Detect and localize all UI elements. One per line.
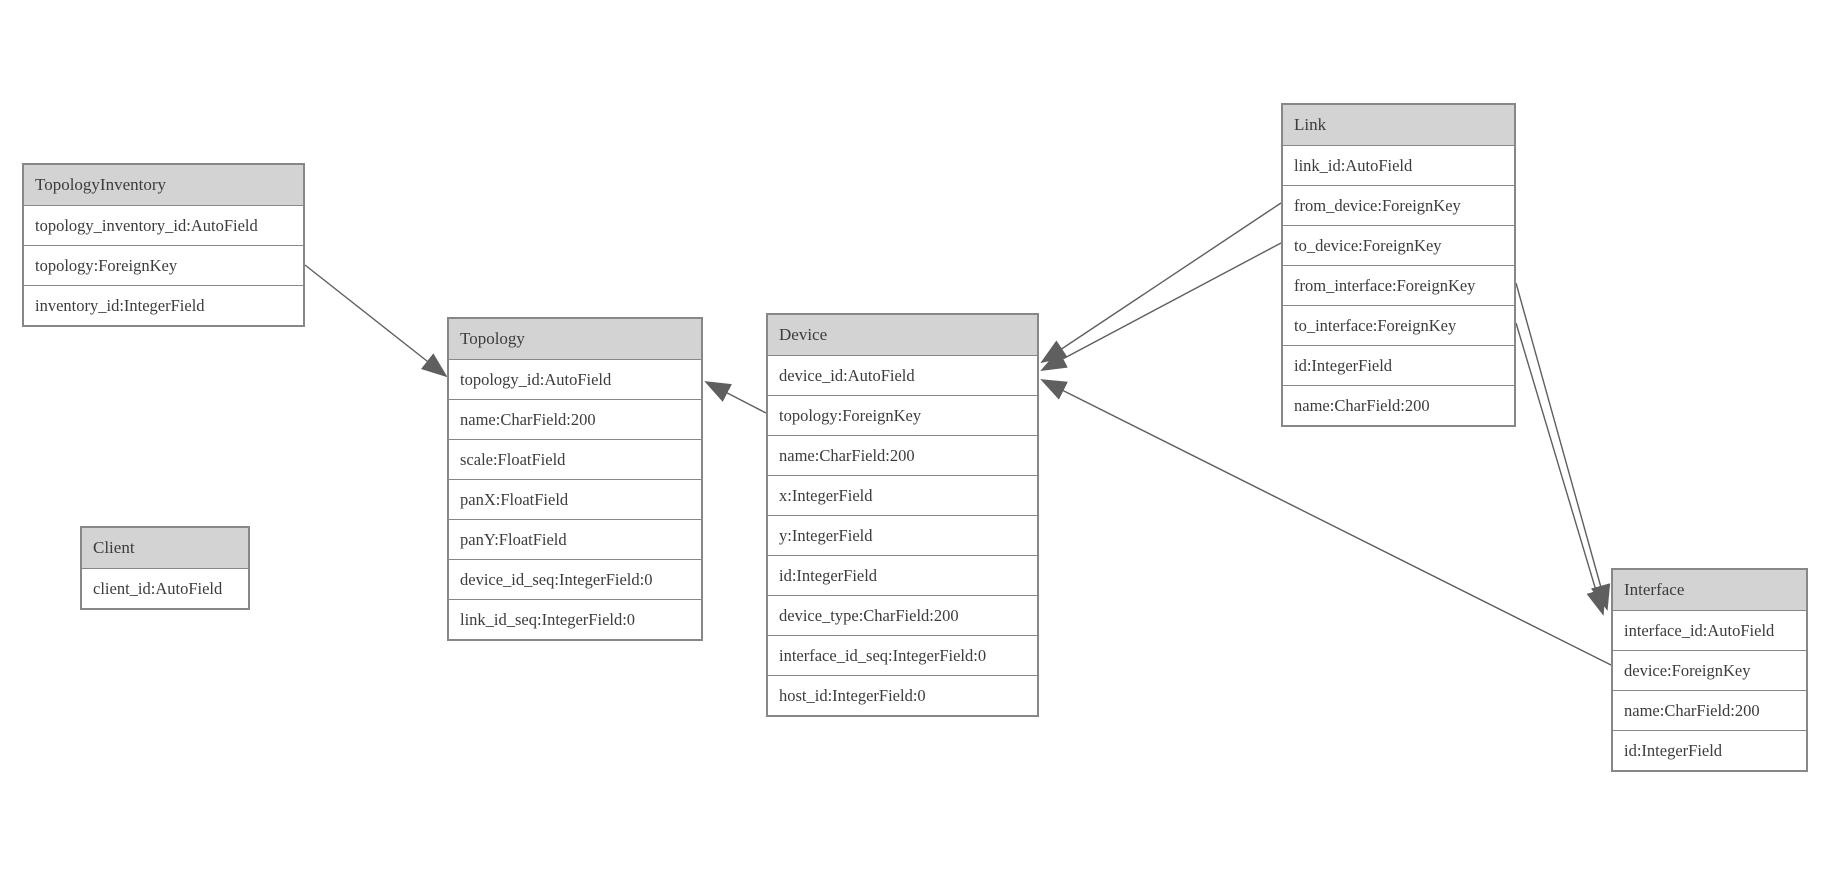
entity-field: to_interface:ForeignKey bbox=[1283, 305, 1514, 345]
entity-field: x:IntegerField bbox=[768, 475, 1037, 515]
entity-table-client: Client client_id:AutoField bbox=[80, 526, 250, 610]
edge-link-to-interface bbox=[1515, 322, 1606, 616]
entity-field: from_device:ForeignKey bbox=[1283, 185, 1514, 225]
edge-link-to-device bbox=[1040, 242, 1282, 371]
entity-field: topology_inventory_id:AutoField bbox=[24, 205, 303, 245]
entity-name: Device bbox=[768, 315, 1037, 355]
entity-field: link_id:AutoField bbox=[1283, 145, 1514, 185]
entity-field: id:IntegerField bbox=[1613, 730, 1806, 770]
edge-link-from-interface bbox=[1515, 282, 1611, 611]
entity-field-list: client_id:AutoField bbox=[82, 568, 248, 608]
entity-field: from_interface:ForeignKey bbox=[1283, 265, 1514, 305]
entity-name: Link bbox=[1283, 105, 1514, 145]
entity-field: id:IntegerField bbox=[768, 555, 1037, 595]
entity-field: interface_id:AutoField bbox=[1613, 610, 1806, 650]
entity-field: panX:FloatField bbox=[449, 479, 701, 519]
entity-field: id:IntegerField bbox=[1283, 345, 1514, 385]
entity-name: Interface bbox=[1613, 570, 1806, 610]
entity-field: to_device:ForeignKey bbox=[1283, 225, 1514, 265]
entity-field: name:CharField:200 bbox=[1613, 690, 1806, 730]
entity-field: name:CharField:200 bbox=[449, 399, 701, 439]
entity-field: topology_id:AutoField bbox=[449, 359, 701, 399]
entity-field: y:IntegerField bbox=[768, 515, 1037, 555]
entity-field: device_id_seq:IntegerField:0 bbox=[449, 559, 701, 599]
entity-field: host_id:IntegerField:0 bbox=[768, 675, 1037, 715]
entity-field: panY:FloatField bbox=[449, 519, 701, 559]
entity-field: name:CharField:200 bbox=[768, 435, 1037, 475]
entity-field: scale:FloatField bbox=[449, 439, 701, 479]
entity-field: device_type:CharField:200 bbox=[768, 595, 1037, 635]
entity-field: device:ForeignKey bbox=[1613, 650, 1806, 690]
entity-field: interface_id_seq:IntegerField:0 bbox=[768, 635, 1037, 675]
entity-name: TopologyInventory bbox=[24, 165, 303, 205]
entity-field: topology:ForeignKey bbox=[24, 245, 303, 285]
edge-link-from-device bbox=[1040, 202, 1282, 364]
edge-device-topology bbox=[704, 381, 767, 414]
entity-field: name:CharField:200 bbox=[1283, 385, 1514, 425]
entity-name: Topology bbox=[449, 319, 701, 359]
entity-field: inventory_id:IntegerField bbox=[24, 285, 303, 325]
entity-field: client_id:AutoField bbox=[82, 568, 248, 608]
entity-field: topology:ForeignKey bbox=[768, 395, 1037, 435]
edge-topologyinventory-topology bbox=[304, 264, 448, 378]
entity-name: Client bbox=[82, 528, 248, 568]
entity-table-topologyinventory: TopologyInventory topology_inventory_id:… bbox=[22, 163, 305, 327]
entity-field: link_id_seq:IntegerField:0 bbox=[449, 599, 701, 639]
entity-field: device_id:AutoField bbox=[768, 355, 1037, 395]
